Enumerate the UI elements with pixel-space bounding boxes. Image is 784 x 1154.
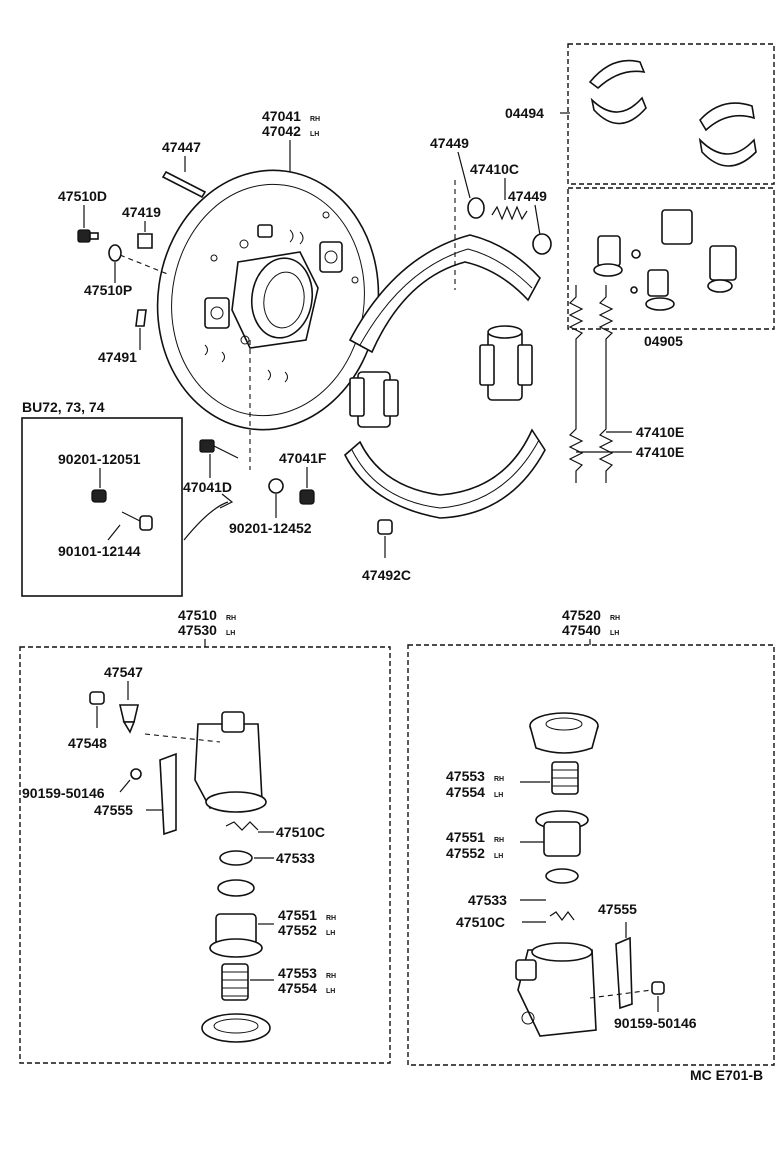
part-47449-a: 47449 [430,135,485,219]
part-47041D: 47041D [183,439,239,495]
front-cyl-rh-suffix: RH [226,615,236,622]
part-47449-b: 47449 [508,188,552,255]
label-47554-rear: 47554 [446,784,485,800]
label-47449-b: 47449 [508,188,547,204]
label-47552-rear: 47552 [446,845,485,861]
front-cyl-lh-suffix: LH [226,630,235,637]
part-47041F: 47041F [279,450,327,505]
label-47548: 47548 [68,735,107,751]
front-cyl-lh-number: 47530 [178,622,217,638]
label-47547: 47547 [104,664,143,680]
label-47510C-rear: 47510C [456,914,505,930]
label-47551-rear-sfx: RH [494,837,504,844]
part-47410C: 47410C [470,161,528,221]
label-47554-rear-sfx: LH [494,792,503,799]
backing-plate-lh-number: 47042 [262,123,301,139]
label-47553-rear: 47553 [446,768,485,784]
part-47410E: 47410E 47410E [568,285,684,483]
label-47552-front: 47552 [278,922,317,938]
label-90201-12452: 90201-12452 [229,520,312,536]
label-47492C: 47492C [362,567,411,583]
label-47553-rear-sfx: RH [494,776,504,783]
backing-plate-header: 47041 RH 47042 LH [262,108,320,172]
label-47552-rear-sfx: LH [494,853,503,860]
part-90201-12452: 90201-12452 [229,478,312,536]
label-90159-rear: 90159-50146 [614,1015,697,1031]
part-47492C: 47492C [362,519,411,583]
label-47551-rear: 47551 [446,829,485,845]
rear-cyl-lh-number: 47540 [562,622,601,638]
label-47555-front: 47555 [94,802,133,818]
front-cylinder-parts: 47547 47548 90159-50146 47555 47510C 475… [22,664,336,1043]
part-47447: 47447 [161,139,207,199]
backing-plate [156,169,380,431]
front-cyl-rh-number: 47510 [178,607,217,623]
label-47510D: 47510D [58,188,107,204]
rear-cyl-lh-suffix: LH [610,630,619,637]
label-47510C-front: 47510C [276,824,325,840]
label-47041F: 47041F [279,450,327,466]
label-47551-front-sfx: RH [326,915,336,922]
label-47533-front: 47533 [276,850,315,866]
label-90101-12144: 90101-12144 [58,543,141,559]
rear-cylinder-box [407,644,775,1066]
label-47555-rear: 47555 [598,901,637,917]
label-47410E-a: 47410E [636,424,684,440]
label-47041D: 47041D [183,479,232,495]
label-47554-front-sfx: LH [326,988,335,995]
front-cylinder-box [19,646,391,1064]
part-47510D: 47510D [58,188,107,243]
backing-plate-rh-suffix: RH [310,116,320,123]
part-47510P: 47510P [84,244,132,298]
label-47533-rear: 47533 [468,892,507,908]
label-47419: 47419 [122,204,161,220]
label-47554-front: 47554 [278,980,317,996]
rear-cyl-rh-suffix: RH [610,615,620,622]
label-90159-front: 90159-50146 [22,785,105,801]
label-04905: 04905 [644,333,683,349]
backing-plate-lh-suffix: LH [310,131,319,138]
part-47419: 47419 [122,204,161,249]
diagram-code: MC E701-B [690,1067,763,1083]
label-47551-front: 47551 [278,907,317,923]
label-47552-front-sfx: LH [326,930,335,937]
label-47510P: 47510P [84,282,132,298]
label-47449-a: 47449 [430,135,469,151]
kit-04494: 04494 [505,43,775,185]
label-04494: 04494 [505,105,544,121]
label-47410E-b: 47410E [636,444,684,460]
label-90201-12051: 90201-12051 [58,451,141,467]
backing-plate-rh-number: 47041 [262,108,301,124]
label-47410C: 47410C [470,161,519,177]
label-47553-front: 47553 [278,965,317,981]
label-47447: 47447 [162,139,201,155]
rear-cylinder-header: 47520 RH 47540 LH [562,607,620,645]
front-cylinder-header: 47510 RH 47530 LH [178,607,236,647]
variant-title: BU72, 73, 74 [22,399,105,415]
label-47491: 47491 [98,349,137,365]
rear-cylinder-parts: 47553 RH 47554 LH 47551 RH 47552 LH 4753… [446,712,697,1037]
brake-shoe-assembly [344,234,546,519]
label-47553-front-sfx: RH [326,973,336,980]
kit-04905: 04905 [567,187,775,349]
part-47491: 47491 [98,309,147,365]
variant-box: BU72, 73, 74 90201-12051 90101-12144 [21,399,234,597]
rear-cyl-rh-number: 47520 [562,607,601,623]
